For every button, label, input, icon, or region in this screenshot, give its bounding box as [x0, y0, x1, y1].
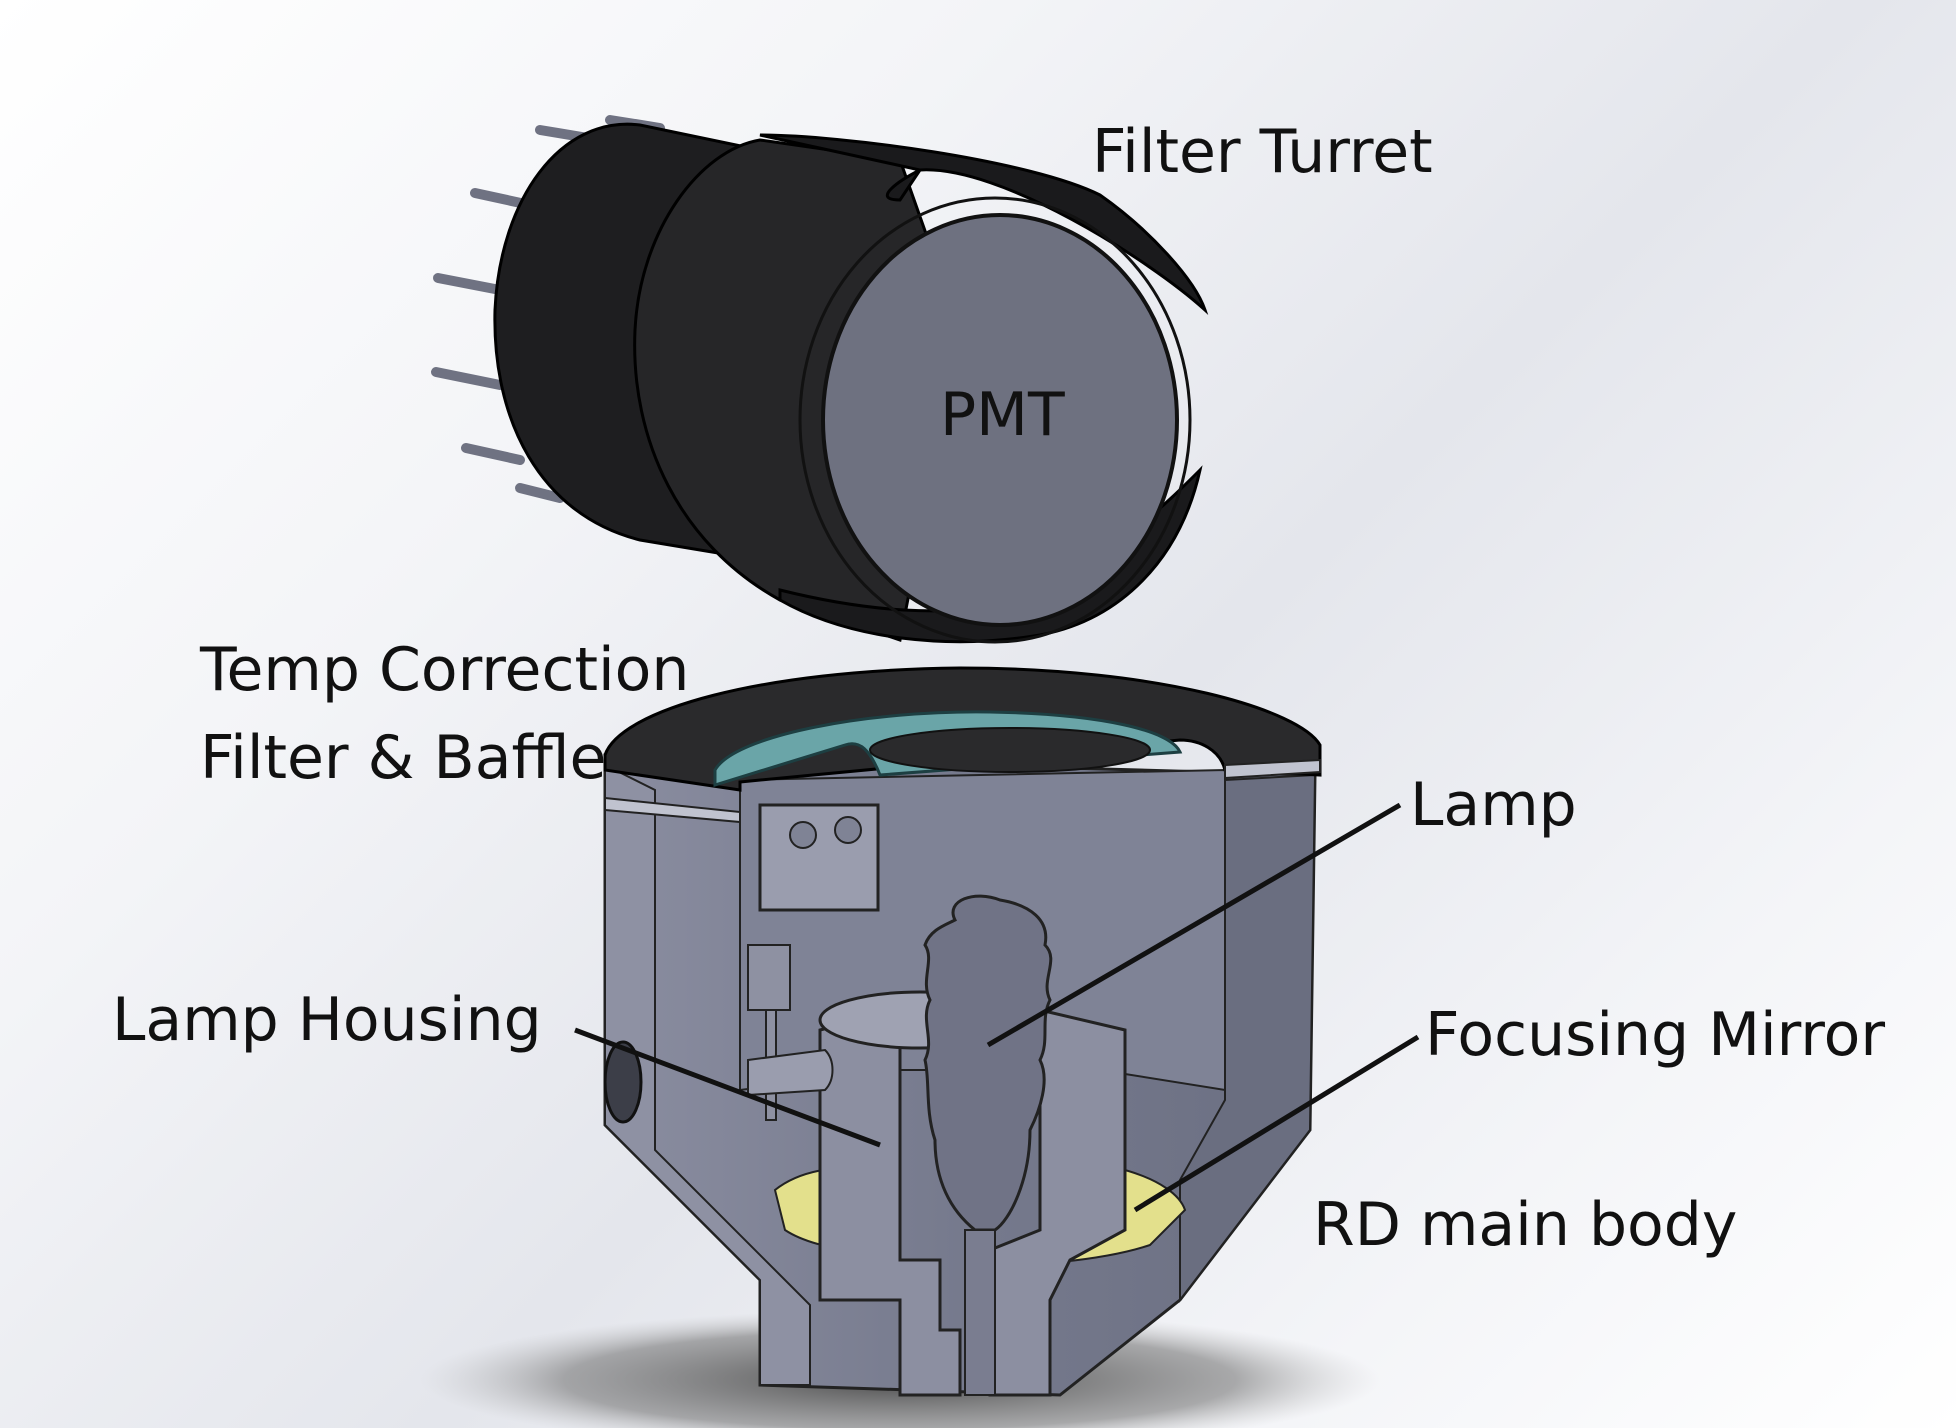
main-body-left-face	[604, 763, 811, 1386]
cap-seam	[604, 796, 741, 824]
rd-main-body-model	[603, 666, 1322, 1397]
focusing-mirror-leader-line	[1133, 1034, 1420, 1213]
lamp-housing-block	[818, 1008, 962, 1397]
temp-correction-label-line2: Filter & Baffle	[200, 723, 607, 793]
side-tube	[747, 1048, 834, 1097]
lamp-housing-leader-line	[574, 1027, 881, 1148]
lamp-bulb	[923, 894, 1053, 1232]
lamp-housing-label: Lamp Housing	[112, 985, 542, 1055]
pmt-face-rim	[798, 196, 1192, 644]
pmt-face	[821, 213, 1179, 627]
pmt-label: PMT	[940, 380, 1065, 450]
rd-main-body-label: RD main body	[1313, 1190, 1738, 1260]
bracket-hole-right	[834, 816, 862, 844]
lamp-label: Lamp	[1410, 770, 1577, 840]
side-port-hole	[603, 1040, 643, 1124]
leader-lines	[574, 802, 1420, 1213]
pmt-assembly	[431, 115, 1209, 644]
bracket-hole-left	[789, 821, 817, 849]
baffle-opening	[869, 727, 1151, 773]
temp-bracket	[758, 803, 880, 912]
filter-turret-shell	[759, 133, 1209, 315]
lamp-leader-line	[986, 802, 1402, 1048]
focusing-mirror-label: Focusing Mirror	[1425, 1000, 1885, 1070]
lamp-stem	[964, 1229, 996, 1396]
temp-sensor-body	[747, 944, 791, 1011]
filter-turret-label: Filter Turret	[1092, 117, 1433, 187]
temp-correction-label-line1: Temp Correction	[200, 635, 690, 705]
lamp-housing-right	[988, 1008, 1127, 1397]
cap-seam-right	[1224, 758, 1321, 780]
